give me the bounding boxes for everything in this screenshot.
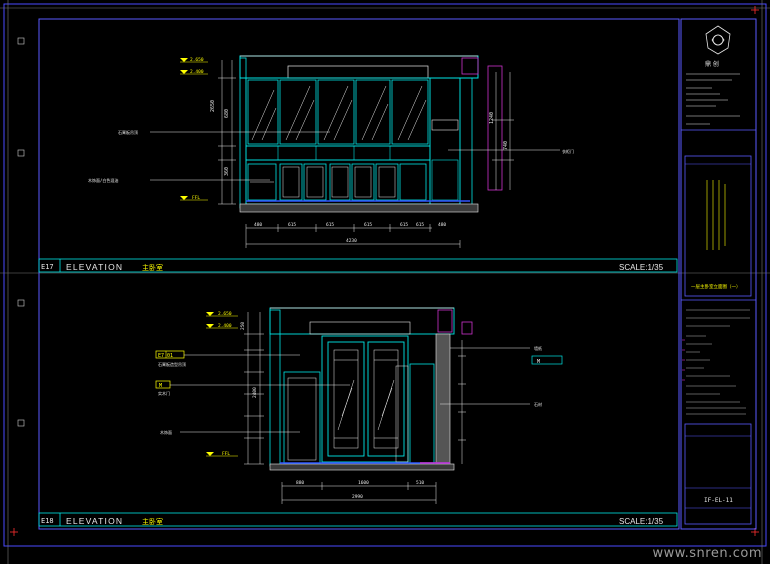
e18-ceiling: [269, 307, 455, 335]
e18-label-3: 木饰面: [160, 429, 172, 435]
title-block-frame: [680, 18, 757, 530]
e17-level-1: 2.650: [190, 57, 204, 63]
e18-vertical-dims: [244, 312, 466, 465]
e18-dim-total: 2990: [352, 494, 363, 500]
drawing-frame: [38, 18, 680, 530]
e18-column-right: [461, 321, 473, 335]
e17-wall-right: [459, 77, 473, 209]
e17-title: ELEVATION: [66, 262, 123, 272]
svg-text:1240: 1240: [489, 112, 495, 124]
e18-tag-left-1-text: E7 01: [158, 353, 173, 359]
e17-level-2: 2.400: [190, 69, 204, 75]
e17-label-1: 石膏板吊顶: [118, 129, 138, 135]
e18-floor: [269, 463, 455, 471]
paper-border: [3, 3, 767, 547]
info-table: [681, 299, 756, 415]
e17-ceiling: [239, 55, 479, 79]
e18-stone-wall: [435, 333, 451, 465]
e18-id: E18: [41, 517, 54, 525]
e18-horizontal-dims: [281, 482, 437, 504]
e17-glass-hatch: [251, 85, 427, 141]
svg-text:2400: 2400: [252, 387, 258, 398]
e18-beam-right: [437, 309, 453, 333]
crop-marks: [10, 6, 759, 536]
e17-subtitle: 主卧室: [142, 263, 163, 272]
svg-text:250: 250: [240, 322, 246, 330]
e18-level-1: 2.650: [218, 311, 232, 317]
e17-dim-1: 615: [288, 222, 296, 228]
drawing-number: IF-EL-11: [704, 497, 733, 504]
e17-level-markers: [180, 58, 208, 201]
e18-title-bar: [38, 512, 678, 527]
e17-ceiling-recess: [287, 65, 429, 79]
e18-label-1: 石膏板造型吊顶: [158, 361, 186, 367]
e17-wall-left: [239, 57, 247, 209]
svg-text:360: 360: [224, 167, 230, 176]
svg-text:740: 740: [503, 141, 509, 150]
e17-id: E17: [41, 263, 54, 271]
e18-title: ELEVATION: [66, 516, 123, 526]
e17-mid-rail: [245, 145, 431, 161]
e17-label-2: 木饰面/白色混油: [88, 177, 118, 183]
e18-tag-left-2-text: M: [159, 383, 162, 389]
margin-ticks: [17, 37, 25, 427]
e17-column-right: [487, 65, 503, 191]
e17-title-bar: [38, 258, 678, 273]
e18-scale: SCALE:1/35: [619, 517, 664, 526]
e18-right-label-1: 墙纸: [534, 345, 542, 351]
elevation-e18: 250 2400 2.650 2.400 FFL E7 01 M M 石膏板造型…: [155, 307, 563, 504]
svg-text:2650: 2650: [210, 100, 216, 112]
title-block: 鼎 创 一层主卧室立面图（一）: [681, 25, 756, 525]
e18-left-panel: [283, 371, 321, 465]
e17-right-label: 衣柜门: [562, 148, 574, 154]
e18-right-panel: [409, 363, 435, 465]
watermark: www.snren.com: [652, 546, 762, 561]
e18-tag-right-text: M: [537, 359, 540, 365]
e18-tag-right: [531, 355, 563, 365]
e17-dim-0: 480: [254, 222, 262, 228]
e18-level-3: FFL: [222, 451, 230, 457]
e18-subtitle: 主卧室: [142, 517, 163, 526]
e17-dim-4: 615: [400, 222, 408, 228]
e18-label-2: 实木门: [158, 390, 170, 396]
e18-dim-1: 1600: [358, 480, 369, 486]
e17-dim-3: 615: [364, 222, 372, 228]
company-logo-icon: [705, 25, 731, 55]
e18-double-door: [321, 335, 409, 463]
e17-tall-cabinet: [429, 77, 461, 205]
elevation-e17: 2650 680 360 1240 740 2.650 2.400 FFL: [88, 55, 574, 248]
project-info: 一层主卧室立面图（一）: [691, 283, 741, 290]
e17-scale: SCALE:1/35: [619, 263, 664, 272]
project-name-box: [684, 155, 752, 297]
e17-beam-right: [461, 57, 479, 75]
e18-level-2: 2.400: [218, 323, 232, 329]
e17-dim-6: 480: [438, 222, 446, 228]
e18-dim-2: 510: [416, 480, 424, 486]
e17-dim-total: 4230: [346, 238, 357, 244]
e17-floor: [239, 203, 479, 213]
e17-upper-cabinets: [245, 77, 431, 147]
drawing-number-box: [684, 423, 752, 525]
e17-dim-2: 615: [326, 222, 334, 228]
e18-right-label-2: 石材: [534, 401, 542, 407]
e17-horizontal-dims: [245, 224, 461, 248]
svg-text:680: 680: [224, 109, 230, 118]
logo-text: 鼎 创: [705, 60, 719, 68]
e18-level-markers: [206, 312, 238, 457]
e18-tag-left-1: [155, 350, 185, 359]
e18-tag-left-2: [155, 380, 171, 389]
e18-dim-0: 880: [296, 480, 304, 486]
e17-dim-5: 615: [416, 222, 424, 228]
e17-level-3: FFL: [192, 195, 200, 201]
